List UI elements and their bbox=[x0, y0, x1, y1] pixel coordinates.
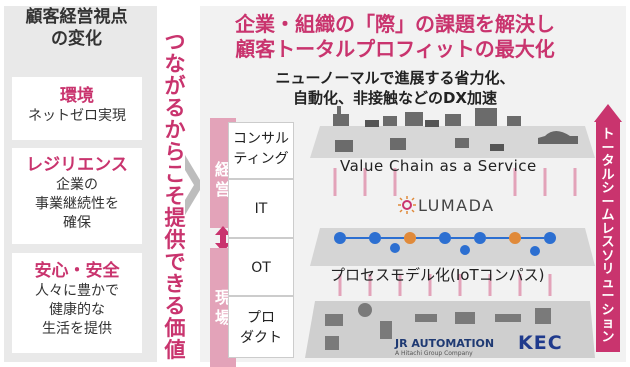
process-model-label: プロセスモデル化(IoTコンパス) bbox=[330, 266, 545, 284]
bar-char: ー bbox=[601, 289, 615, 304]
product-platform bbox=[305, 301, 595, 358]
jr-automation-text: JR AUTOMATION bbox=[395, 337, 495, 350]
layer-product: プロ ダクト bbox=[228, 296, 294, 358]
process-nodes bbox=[334, 232, 556, 256]
lumada-sun-icon bbox=[398, 196, 416, 214]
title-line2: の変化 bbox=[51, 29, 102, 49]
card-body: 人々に豊かで bbox=[35, 283, 119, 299]
stage-char: 場 bbox=[214, 308, 231, 327]
car-icon bbox=[538, 131, 578, 144]
upward-arrows-bottom bbox=[338, 274, 552, 296]
headline-line2: 顧客トータルプロフィットの最大化 bbox=[235, 37, 555, 61]
slogan-char: る bbox=[164, 294, 186, 318]
bar-char: ン bbox=[601, 329, 615, 345]
subhead-line1: ニューノーマルで進展する省力化、 bbox=[275, 69, 515, 87]
bar-char: シ bbox=[601, 302, 615, 318]
card-body: 健康的な bbox=[49, 302, 105, 318]
card-body: 企業の bbox=[56, 177, 98, 193]
card-body: 事業継続性を bbox=[35, 196, 119, 212]
arrow-up-icon bbox=[594, 104, 622, 122]
card-safety: 安心・安全 人々に豊かで 健康的な 生活を提供 bbox=[12, 253, 142, 353]
layer-label: プロ bbox=[247, 310, 275, 326]
bar-char: シ bbox=[601, 181, 615, 196]
bar-char: リ bbox=[601, 262, 615, 277]
bar-char: ム bbox=[601, 208, 615, 223]
layer-consulting: コンサル ティング bbox=[228, 122, 294, 179]
value-chain-platform bbox=[310, 126, 595, 158]
bar-char: ー bbox=[601, 140, 615, 156]
slogan-char: 供 bbox=[164, 228, 186, 252]
upward-arrows-top bbox=[333, 168, 577, 196]
headline-line1: 企業・組織の「際」の課題を解決し bbox=[235, 12, 555, 36]
card-body: 生活を提供 bbox=[42, 321, 112, 337]
slogan-char: 値 bbox=[164, 338, 186, 362]
title-line1: 顧客経営視点 bbox=[25, 7, 128, 27]
stage-char: 経 bbox=[214, 160, 231, 179]
slogan-char: ら bbox=[164, 140, 186, 164]
layer-label: コンサル bbox=[233, 131, 289, 147]
slogan-char: そ bbox=[164, 184, 186, 208]
slogan-char: る bbox=[164, 96, 186, 120]
bar-char: ト bbox=[601, 127, 615, 142]
card-body: 確保 bbox=[63, 215, 91, 231]
chevron-right-icon bbox=[185, 155, 203, 215]
slogan-char: こ bbox=[164, 162, 186, 186]
value-chain-label: Value Chain as a Service bbox=[340, 157, 537, 175]
layer-it: IT bbox=[228, 179, 294, 238]
slogan-char: か bbox=[164, 118, 186, 142]
truck-icons bbox=[365, 120, 504, 151]
double-arrow-icon bbox=[215, 226, 231, 252]
slogan-char: で bbox=[164, 250, 186, 274]
bar-char: ュ bbox=[601, 275, 615, 291]
card-title: 環境 bbox=[60, 86, 94, 106]
stage-char: 営 bbox=[214, 180, 231, 199]
bar-char: ョ bbox=[601, 316, 615, 331]
card-body: ネットゼロ実現 bbox=[28, 108, 126, 124]
bar-char: ル bbox=[601, 167, 615, 183]
bar-char: タ bbox=[601, 154, 615, 169]
customer-perspective-title: 顧客経営視点 の変化 bbox=[0, 6, 153, 50]
card-environment: 環境 ネットゼロ実現 bbox=[12, 77, 142, 140]
slogan-vertical: つ な が る か ら こ そ 提 供 で き る 価 値 bbox=[161, 32, 189, 362]
stage-char: 現 bbox=[214, 288, 231, 307]
subheadline: ニューノーマルで進展する省力化、 自動化、非接触などのDX加速 bbox=[200, 68, 590, 108]
jr-automation-logo: JR AUTOMATION A Hitachi Group Company bbox=[395, 337, 494, 357]
layer-label: ダクト bbox=[240, 330, 282, 346]
bar-char: ス bbox=[601, 235, 615, 250]
slogan-char: つ bbox=[164, 30, 186, 54]
slogan-char: 価 bbox=[164, 316, 186, 340]
card-resilience: レジリエンス 企業の 事業継続性を 確保 bbox=[12, 148, 142, 244]
bar-char: ー bbox=[601, 194, 615, 210]
bar-char: レ bbox=[601, 221, 615, 237]
card-title: 安心・安全 bbox=[34, 261, 120, 281]
kec-logo: KEC bbox=[518, 332, 563, 354]
slogan-char: が bbox=[164, 74, 186, 98]
jr-automation-subtitle: A Hitachi Group Company bbox=[395, 350, 473, 357]
machine-icons bbox=[325, 303, 551, 350]
slogan-char: き bbox=[164, 272, 186, 296]
value-chain-illustration bbox=[305, 106, 595, 358]
slogan-char: な bbox=[164, 52, 186, 76]
layer-ot: OT bbox=[228, 238, 294, 296]
factory-icons bbox=[333, 106, 521, 152]
card-title: レジリエンス bbox=[26, 155, 128, 175]
total-seamless-solution-bar: ト ー タ ル シ ー ム レ ス ソ リ ュ ー シ ョン bbox=[596, 120, 620, 352]
slogan-char: 提 bbox=[164, 206, 186, 230]
headline: 企業・組織の「際」の課題を解決し 顧客トータルプロフィットの最大化 bbox=[200, 12, 590, 62]
lumada-logo-text: LUMADA bbox=[418, 196, 495, 215]
layer-label: ティング bbox=[233, 151, 289, 167]
subhead-line2: 自動化、非接触などのDX加速 bbox=[292, 89, 498, 107]
bar-char: ソ bbox=[601, 248, 615, 264]
